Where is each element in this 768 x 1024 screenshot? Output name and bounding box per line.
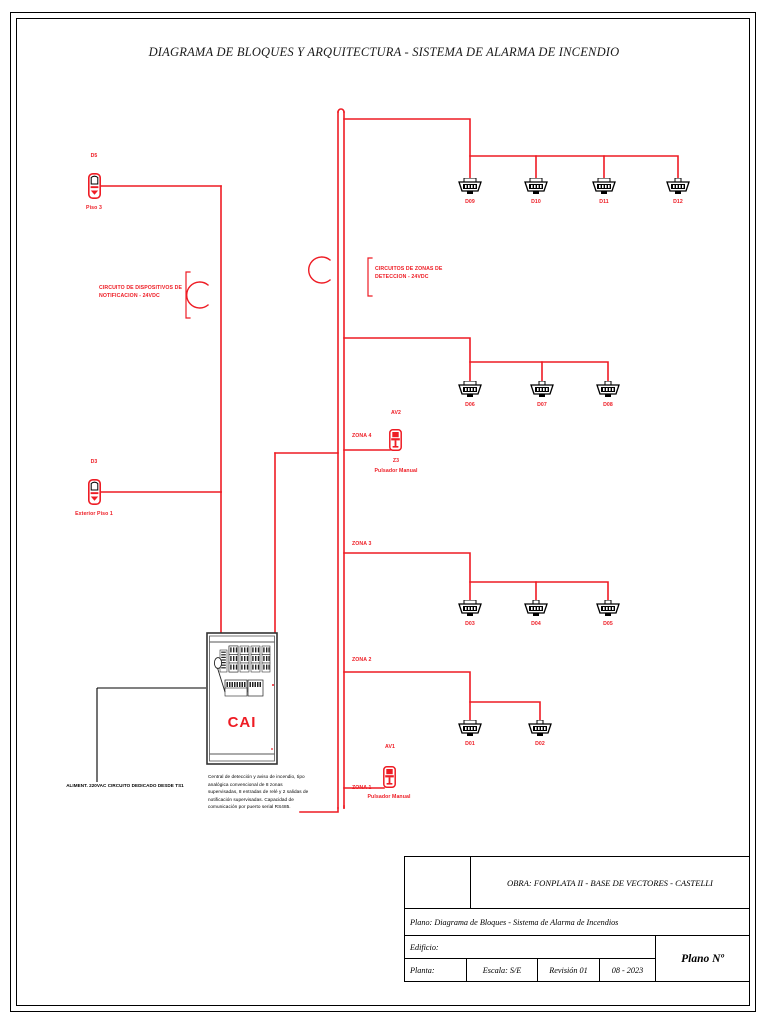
title-block-escala: Escala: S/E: [467, 959, 538, 981]
title-block-plano: Plano: Diagrama de Bloques - Sistema de …: [410, 917, 619, 927]
panel-description-note: Central de detección y aviso de incendio…: [208, 774, 309, 810]
smoke-detector[interactable]: [595, 380, 621, 398]
notification-strobe[interactable]: [88, 173, 101, 199]
title-block-planta: Planta:: [405, 959, 467, 981]
zone-label-4: ZONA 4: [352, 433, 372, 439]
smoke-detector[interactable]: [529, 380, 555, 398]
smoke-detector[interactable]: [591, 177, 617, 195]
detector-label: D08: [603, 402, 613, 408]
title-block-plano-numero: Plano Nº: [681, 952, 724, 965]
zone-label-3: ZONA 3: [352, 541, 372, 547]
panel-label: CAI: [227, 714, 257, 731]
fire-alarm-control-panel[interactable]: [206, 632, 278, 765]
smoke-detector[interactable]: [457, 719, 483, 737]
sheet-border-inner: [16, 18, 750, 1006]
pull-station-id: Z3: [392, 458, 400, 464]
strobe-location: Piso 3: [86, 205, 102, 211]
title-block-revision: Revisión 01: [538, 959, 600, 981]
smoke-detector[interactable]: [523, 177, 549, 195]
strobe-tag: D3: [90, 459, 98, 465]
detector-label: D02: [535, 741, 545, 747]
detector-label: D12: [673, 199, 683, 205]
detector-label: D11: [599, 199, 609, 205]
manual-pull-station[interactable]: [383, 766, 396, 788]
smoke-detector[interactable]: [527, 719, 553, 737]
detector-label: D04: [531, 621, 541, 627]
detector-label: D05: [603, 621, 613, 627]
smoke-detector[interactable]: [595, 599, 621, 617]
smoke-detector[interactable]: [523, 599, 549, 617]
detection-circuit-label: CIRCUITOS DE ZONAS DE DETECCION - 24VDC: [375, 266, 443, 280]
detector-label: D07: [537, 402, 547, 408]
smoke-detector[interactable]: [457, 177, 483, 195]
pull-station-type: Pulsador Manual: [374, 468, 418, 474]
title-block-logo-cell: [405, 857, 471, 908]
page-title: DIAGRAMA DE BLOQUES Y ARQUITECTURA - SIS…: [148, 45, 620, 59]
detector-label: D01: [465, 741, 475, 747]
strobe-tag: D5: [90, 153, 98, 159]
strobe-location: Exterior Piso 1: [75, 511, 113, 517]
zone-label-1: ZONA 1: [352, 785, 372, 791]
pull-station-tag: AV2: [390, 410, 401, 416]
notification-strobe[interactable]: [88, 479, 101, 505]
title-block-fecha: 08 - 2023: [611, 965, 644, 975]
smoke-detector[interactable]: [457, 380, 483, 398]
title-block-edificio: Edificio:: [410, 942, 439, 952]
sheet-border-outer: [10, 12, 756, 1012]
detector-label: D09: [465, 199, 475, 205]
title-block-left-group: Edificio: Planta: Escala: S/E Revisión 0…: [405, 936, 656, 981]
manual-pull-station[interactable]: [389, 429, 402, 451]
smoke-detector[interactable]: [457, 599, 483, 617]
power-supply-note: ALIMENT. 220VAC CIRCUITO DEDICADO DESDE …: [66, 783, 184, 788]
notification-circuit-label: CIRCUITO DE DISPOSITIVOS DE NOTIFICACION…: [99, 285, 183, 299]
title-block: OBRA: FONPLATA II - BASE DE VECTORES - C…: [404, 856, 750, 982]
title-block-obra: OBRA: FONPLATA II - BASE DE VECTORES - C…: [506, 877, 713, 888]
smoke-detector[interactable]: [665, 177, 691, 195]
pull-station-tag: AV1: [384, 744, 395, 750]
detector-label: D06: [465, 402, 475, 408]
zone-label-2: ZONA 2: [352, 657, 372, 663]
detector-label: D03: [465, 621, 475, 627]
pull-station-type: Pulsador Manual: [367, 794, 411, 800]
detector-label: D10: [531, 199, 541, 205]
